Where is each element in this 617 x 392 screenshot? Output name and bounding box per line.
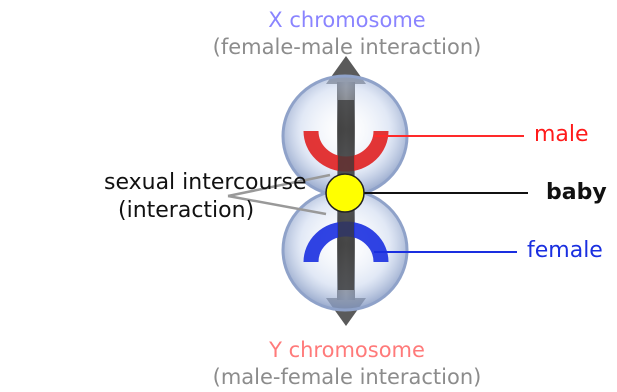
- intercourse-pointer-lines: [227, 173, 331, 216]
- y-chromosome-subtitle: (male-female interaction): [212, 365, 482, 389]
- interaction-label: (interaction): [118, 198, 255, 223]
- x-chromosome-subtitle: (female-male interaction): [212, 35, 482, 59]
- female-label: female: [527, 238, 603, 263]
- y-chromosome-title: Y chromosome: [269, 338, 425, 362]
- baby-circle: [325, 173, 365, 213]
- male-label: male: [534, 122, 589, 147]
- baby-label: baby: [546, 180, 607, 205]
- x-chromosome-title: X chromosome: [268, 8, 426, 32]
- intercourse-label: sexual intercourse: [104, 170, 307, 195]
